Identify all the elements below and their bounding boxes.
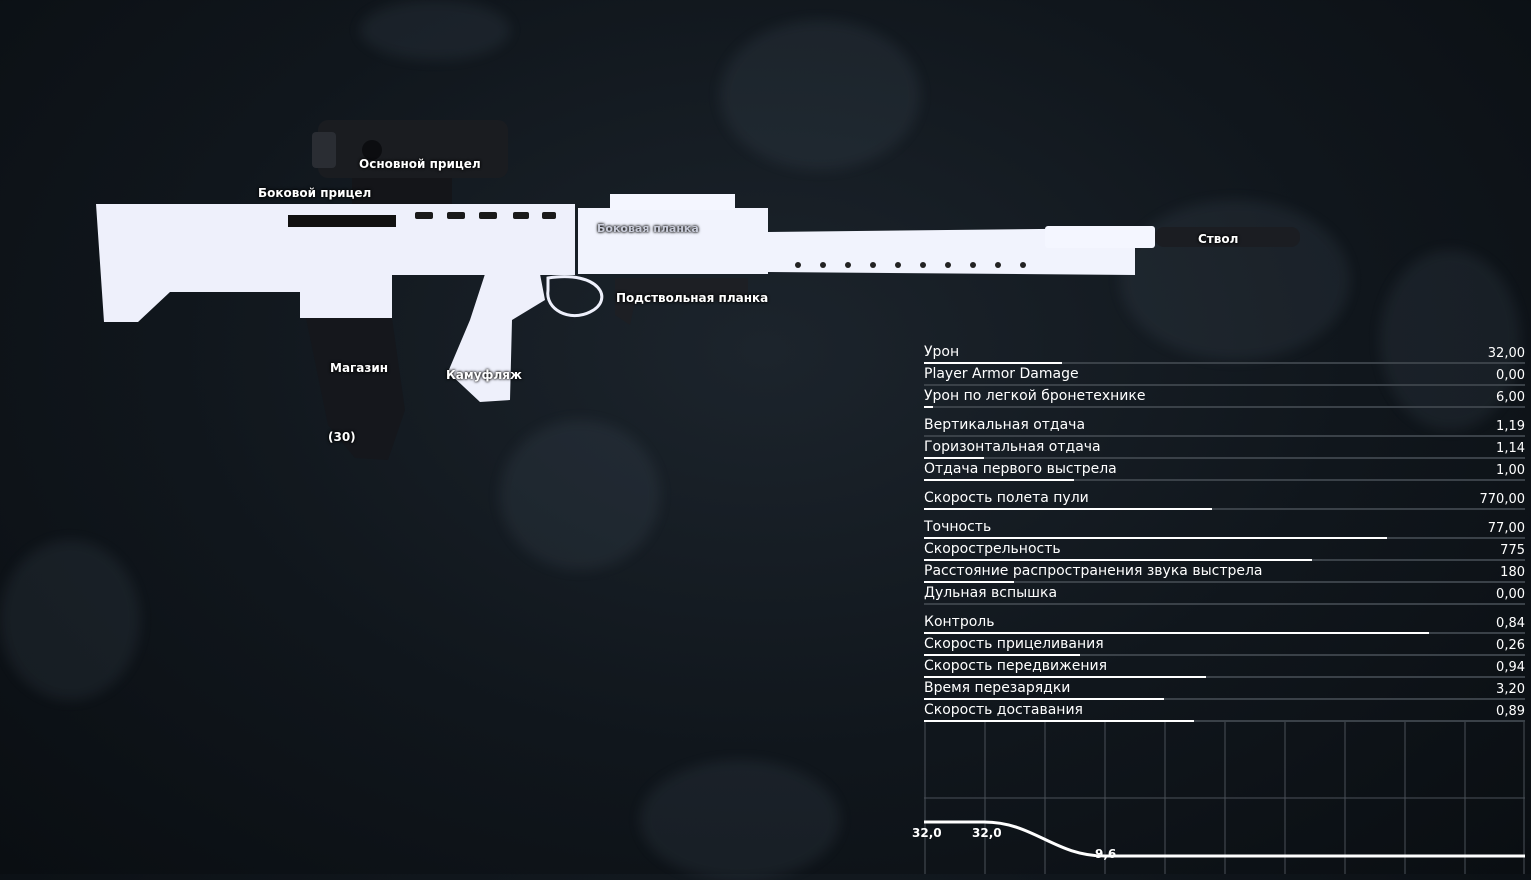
stat-bar	[924, 654, 1525, 656]
stat-name: Урон	[924, 344, 960, 360]
stat-bar	[924, 406, 1525, 408]
bokeh-light	[1380, 250, 1520, 430]
stat-value: 0,00	[1496, 587, 1525, 602]
graph-label: 9,6	[1095, 847, 1116, 861]
stat-name: Урон по легкой бронетехнике	[924, 388, 1146, 404]
stat-name: Скорость прицеливания	[924, 636, 1104, 652]
stat-row: Player Armor Damage 0,00	[924, 364, 1525, 386]
stat-name: Скорострельность	[924, 541, 1061, 557]
stat-bar-fill	[924, 632, 1429, 634]
bokeh-light	[0, 540, 140, 700]
damage-curve	[924, 820, 1525, 858]
stat-bar	[924, 676, 1525, 678]
stat-value: 0,84	[1496, 616, 1525, 631]
stat-name: Контроль	[924, 614, 995, 630]
stat-bar-fill	[924, 479, 1075, 481]
stat-name: Дульная вспышка	[924, 585, 1058, 601]
stat-value: 77,00	[1487, 521, 1525, 536]
stat-value: 1,00	[1496, 463, 1525, 478]
bokeh-light	[640, 760, 840, 880]
stat-bar-fill	[924, 676, 1207, 678]
stat-bar	[924, 479, 1525, 481]
stat-bar-fill	[924, 581, 1015, 583]
stat-value: 1,14	[1496, 441, 1525, 456]
stat-value: 1,19	[1496, 419, 1525, 434]
attachment-side-rail[interactable]: Боковая планка	[597, 222, 699, 235]
attachment-side-sight[interactable]: Боковой прицел	[258, 186, 372, 200]
bokeh-light	[360, 0, 510, 60]
stat-value: 0,89	[1496, 704, 1525, 719]
stat-row: Дульная вспышка 0,00	[924, 583, 1525, 605]
stat-value: 6,00	[1496, 390, 1525, 405]
stat-bar	[924, 720, 1525, 722]
stat-row: Скорострельность 775	[924, 539, 1525, 561]
stat-bar	[924, 581, 1525, 583]
stat-bar-fill	[924, 559, 1312, 561]
damage-falloff-graph: 32,0 32,0 9,6	[912, 722, 1525, 874]
stat-row: Контроль 0,84	[924, 612, 1525, 634]
stat-bar	[924, 698, 1525, 700]
stat-bar	[924, 603, 1525, 605]
stat-row: Урон по легкой бронетехнике 6,00	[924, 386, 1525, 408]
stat-name: Время перезарядки	[924, 680, 1071, 696]
stat-bar	[924, 362, 1525, 364]
stat-name: Горизонтальная отдача	[924, 439, 1101, 455]
attachment-barrel[interactable]: Ствол	[1198, 232, 1239, 246]
stat-row: Время перезарядки 3,20	[924, 678, 1525, 700]
stat-row: Урон 32,00	[924, 342, 1525, 364]
stat-bar-fill	[924, 457, 985, 459]
weapon-model	[96, 120, 1300, 460]
stat-name: Скорость передвижения	[924, 658, 1107, 674]
stat-name: Вертикальная отдача	[924, 417, 1086, 433]
stat-bar	[924, 435, 1525, 437]
bokeh-light	[1120, 200, 1350, 360]
bokeh-light	[720, 20, 920, 170]
attachment-main-sight[interactable]: Основной прицел	[359, 157, 481, 171]
stat-row: Скорость доставания 0,89	[924, 700, 1525, 722]
stat-bar-fill	[924, 654, 1081, 656]
attachment-camo[interactable]: Камуфляж	[446, 368, 522, 382]
stat-bar	[924, 384, 1525, 386]
stat-name: Расстояние распространения звука выстрел…	[924, 563, 1263, 579]
attachment-magazine[interactable]: Магазин	[330, 361, 389, 375]
stat-value: 0,00	[1496, 368, 1525, 383]
stat-row: Точность 77,00	[924, 517, 1525, 539]
graph-label: 32,0	[912, 826, 942, 840]
stat-bar-fill	[924, 508, 1213, 510]
bokeh-light	[500, 420, 660, 570]
stat-value: 0,26	[1496, 638, 1525, 653]
stat-bar	[924, 537, 1525, 539]
stat-bar-fill	[924, 537, 1387, 539]
stat-name: Player Armor Damage	[924, 366, 1079, 382]
stat-bar	[924, 632, 1525, 634]
stat-bar	[924, 559, 1525, 561]
stat-name: Скорость полета пули	[924, 490, 1089, 506]
stat-row: Отдача первого выстрела 1,00	[924, 459, 1525, 481]
stat-value: 775	[1500, 543, 1525, 558]
stat-bar-fill	[924, 698, 1165, 700]
stat-value: 3,20	[1496, 682, 1525, 697]
stat-row: Скорость полета пули 770,00	[924, 488, 1525, 510]
stat-bar-fill	[924, 362, 1063, 364]
stat-row: Скорость прицеливания 0,26	[924, 634, 1525, 656]
stat-row: Скорость передвижения 0,94	[924, 656, 1525, 678]
stat-name: Скорость доставания	[924, 702, 1083, 718]
stat-row: Расстояние распространения звука выстрел…	[924, 561, 1525, 583]
stat-name: Отдача первого выстрела	[924, 461, 1117, 477]
stat-value: 0,94	[1496, 660, 1525, 675]
ammo-count[interactable]: (30)	[328, 430, 356, 444]
stat-name: Точность	[924, 519, 992, 535]
stat-bar-fill	[924, 720, 1195, 722]
stat-bar	[924, 457, 1525, 459]
stat-bar-fill	[924, 406, 933, 408]
attachment-underbarrel[interactable]: Подствольная планка	[616, 291, 769, 305]
graph-label: 32,0	[972, 826, 1002, 840]
stat-value: 32,00	[1487, 346, 1525, 361]
stat-bar	[924, 508, 1525, 510]
stat-value: 180	[1500, 565, 1525, 580]
stat-row: Горизонтальная отдача 1,14	[924, 437, 1525, 459]
stat-row: Вертикальная отдача 1,19	[924, 415, 1525, 437]
stat-value: 770,00	[1479, 492, 1526, 507]
